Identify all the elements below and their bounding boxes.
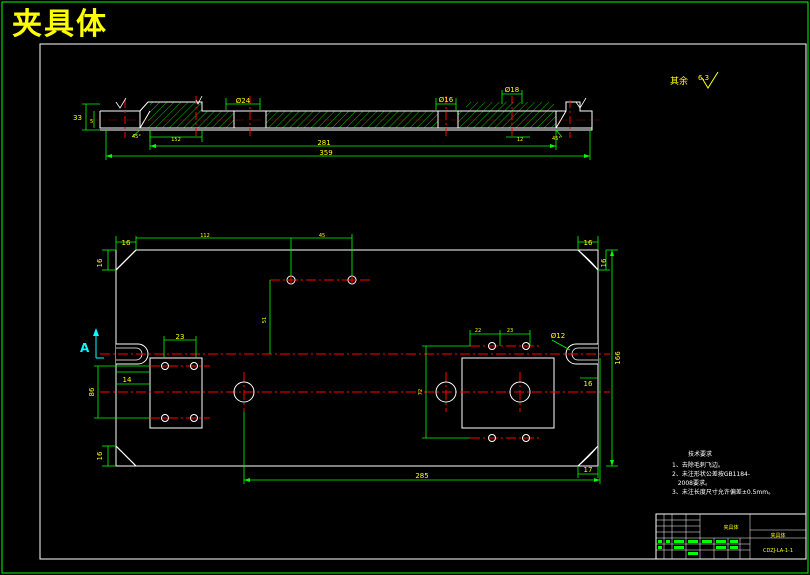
dim-152: 152 xyxy=(171,137,181,143)
dim-chamfer-left: 45° xyxy=(132,134,141,140)
hatch-top-left xyxy=(150,102,202,111)
tech-req-item-1: 1、去除毛刺飞边。 xyxy=(672,461,724,469)
dim-height-right: 166 xyxy=(614,351,622,365)
tech-req-item-3: 2008要求。 xyxy=(672,479,711,487)
dim-vertical-51: 51 xyxy=(262,317,268,323)
dim-slot-phi12: Ø12 xyxy=(551,332,565,340)
title-block-drawing-no: CDZJ-LA-1-1 xyxy=(763,548,793,554)
roughness-label: 其余 xyxy=(670,75,688,87)
side-outline xyxy=(99,110,141,129)
roughness-value: 6.3 xyxy=(698,74,709,82)
dim-12: 12 xyxy=(517,137,523,143)
technical-requirements: 技术要求 1、去除毛刺飞边。 2、未注形状公差按GB1184- 2008要求。 … xyxy=(672,450,774,496)
dim-pad-left-width: 23 xyxy=(176,333,185,341)
dim-corner-br-w: 17 xyxy=(584,466,593,474)
dim-total-length: 359 xyxy=(319,149,332,157)
tech-req-item-2: 2、未注形状公差按GB1184- xyxy=(672,470,750,478)
dim-pad-left-height: 86 xyxy=(88,387,96,396)
dim-pad-right-23: 23 xyxy=(507,328,513,334)
dim-height-left: 33 xyxy=(73,114,82,122)
hatch-top-right xyxy=(466,102,554,111)
dim-corner-tr-h: 16 xyxy=(600,258,608,267)
dim-inner-length: 281 xyxy=(317,139,330,147)
hole-pad-left-4 xyxy=(190,414,198,422)
hole-large-left xyxy=(233,381,255,403)
tech-req-item-4: 3、未注长度尺寸允许偏差±0.5mm。 xyxy=(672,488,774,496)
drawing-title: 夹具体 xyxy=(12,7,108,42)
plan-view: A 16 16 112 45 16 16 51 23 14 86 22 23 Ø… xyxy=(80,233,622,484)
hole-pad-left-2 xyxy=(190,362,198,370)
inner-border xyxy=(39,43,807,560)
dim-phi2: Ø16 xyxy=(439,96,454,104)
hole-pad-left-1 xyxy=(161,362,169,370)
hatch-band-3 xyxy=(458,111,556,128)
hole-pad-right-4 xyxy=(522,434,530,442)
dim-slot-14: 14 xyxy=(123,376,132,384)
dim-phi3: Ø18 xyxy=(505,86,519,94)
dim-corner-tl-h: 16 xyxy=(96,258,104,267)
dim-corner-bl-h: 16 xyxy=(96,451,104,460)
hatch-band-2 xyxy=(266,111,438,128)
title-block-company: 夹具体 xyxy=(770,532,785,539)
tech-req-heading: 技术要求 xyxy=(688,450,712,458)
dim-bottom-length: 285 xyxy=(415,472,428,480)
hole-pad-right-2 xyxy=(522,342,530,350)
pad-left xyxy=(149,357,203,429)
pad-right xyxy=(461,357,555,429)
dim-hole-spacing-top: 112 xyxy=(200,233,210,239)
dim-corner-tr-w: 16 xyxy=(584,239,593,247)
section-marker-a: A xyxy=(80,328,104,359)
roughness-symbol xyxy=(701,71,719,89)
dim-phi1: Ø24 xyxy=(236,97,251,105)
title-block-part-name: 夹具体 xyxy=(723,524,738,531)
side-view: 33 5 Ø24 Ø16 Ø18 45° 45° 152 12 281 359 xyxy=(73,86,600,160)
dim-chamfer-right: 45° xyxy=(552,136,561,142)
hole-large-right xyxy=(509,381,531,403)
hole-pad-right-1 xyxy=(488,342,496,350)
dim-vertical-72: 72 xyxy=(418,389,424,395)
dim-corner-tl-w: 16 xyxy=(122,239,131,247)
section-label-a: A xyxy=(80,341,90,355)
hatch-band-1 xyxy=(148,111,234,128)
dim-height-inner: 5 xyxy=(90,119,93,125)
title-block: 夹具体 夹具体 CDZJ-LA-1-1 xyxy=(655,513,807,560)
dim-right-16: 16 xyxy=(584,380,593,388)
dim-hole-spacing-45: 45 xyxy=(319,233,325,239)
hole-pad-left-3 xyxy=(161,414,169,422)
hole-pad-right-3 xyxy=(488,434,496,442)
roughness-note: 其余 6.3 xyxy=(670,71,719,89)
dim-pad-right-22: 22 xyxy=(475,328,481,334)
hole-large-mid xyxy=(435,381,457,403)
